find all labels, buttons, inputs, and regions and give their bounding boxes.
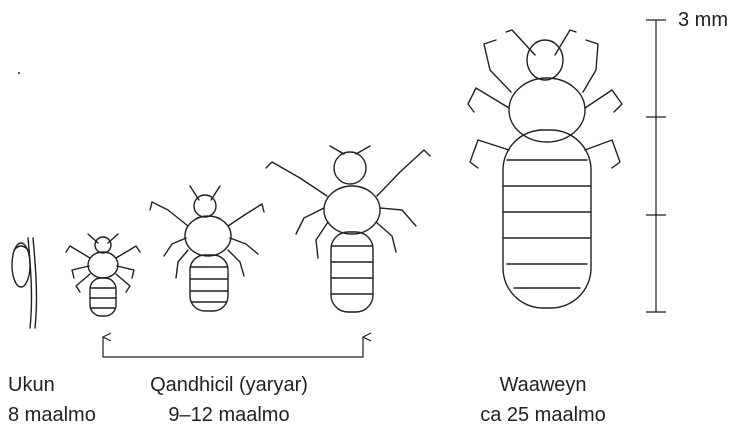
thorax bbox=[185, 216, 231, 256]
hair-strand bbox=[28, 238, 36, 328]
head bbox=[95, 237, 111, 253]
nymph-medium-illustration bbox=[150, 186, 264, 311]
antennae bbox=[506, 30, 576, 55]
abdomen-segments bbox=[190, 267, 228, 302]
legs bbox=[468, 40, 622, 168]
adult-louse-illustration bbox=[468, 30, 622, 308]
head bbox=[334, 152, 366, 184]
egg-stage-name: Ukun bbox=[8, 374, 55, 396]
egg-stage-duration: 8 maalmo bbox=[8, 404, 96, 426]
scale-label: 3 mm bbox=[678, 9, 728, 31]
stray-dot bbox=[18, 72, 20, 74]
abdomen bbox=[90, 278, 116, 316]
nymph-stage-name: Qandhicil (yaryar) bbox=[150, 374, 308, 396]
abdomen-segments bbox=[503, 160, 591, 288]
nymph-small-illustration bbox=[66, 234, 140, 316]
adult-stage-duration: ca 25 maalmo bbox=[480, 404, 606, 426]
adult-stage-name: Waaweyn bbox=[499, 374, 586, 396]
antennae bbox=[88, 234, 118, 243]
antennae bbox=[330, 146, 370, 154]
thorax bbox=[509, 78, 585, 142]
nymph-stage-bracket-arrow bbox=[103, 337, 363, 357]
scale-bar bbox=[646, 20, 666, 312]
thorax bbox=[88, 252, 118, 278]
abdomen bbox=[503, 130, 591, 308]
egg-nit-illustration bbox=[12, 238, 36, 328]
thorax bbox=[324, 186, 380, 234]
abdomen bbox=[331, 232, 373, 312]
abdomen-segments bbox=[90, 288, 116, 308]
antennae bbox=[190, 186, 220, 200]
legs bbox=[266, 150, 430, 258]
nymph-stage-duration: 9–12 maalmo bbox=[168, 404, 289, 426]
head bbox=[194, 195, 216, 217]
nymph-large-illustration bbox=[266, 146, 430, 312]
abdomen-segments bbox=[331, 246, 373, 294]
head bbox=[527, 40, 563, 80]
